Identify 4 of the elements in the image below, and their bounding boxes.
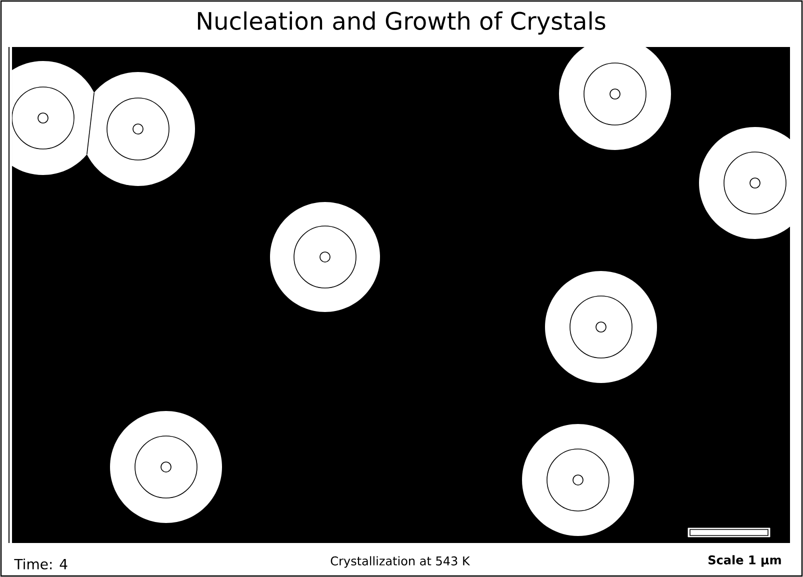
caption-text: Crystallization at 543 K [330, 556, 470, 568]
time-label: Time: 4 [14, 558, 68, 570]
title: Nucleation and Growth of Crystals [198, 11, 606, 35]
scale-label: Scale 1 µm [708, 555, 781, 567]
